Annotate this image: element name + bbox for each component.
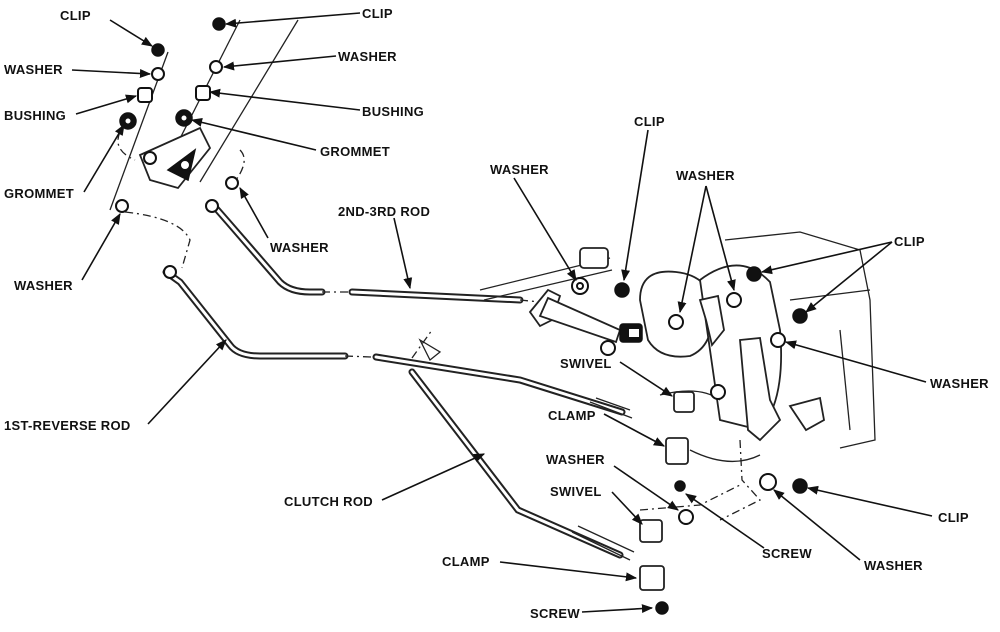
rod-1st-reverse-drawing <box>162 265 633 419</box>
label-bushing-mid: BUSHING <box>362 104 424 119</box>
label-rod-1st-reverse: 1ST-REVERSE ROD <box>4 418 131 433</box>
label-swivel-upper: SWIVEL <box>560 356 612 371</box>
label-clutch-rod: CLUTCH ROD <box>284 494 373 509</box>
label-clip-right: CLIP <box>894 234 925 249</box>
label-grommet-mid: GROMMET <box>320 144 390 159</box>
clutch-rod-drawing <box>408 329 635 561</box>
label-washer-center: WASHER <box>490 162 549 177</box>
label-grommet-left: GROMMET <box>4 186 74 201</box>
label-washer-bottom-right: WASHER <box>864 558 923 573</box>
label-washer-top-mid: WASHER <box>338 49 397 64</box>
label-washer-right-top: WASHER <box>676 168 735 183</box>
label-clamp-lower: CLAMP <box>442 554 490 569</box>
label-clip-top-mid: CLIP <box>362 6 393 21</box>
label-washer-left: WASHER <box>14 278 73 293</box>
label-bushing-left: BUSHING <box>4 108 66 123</box>
steering-column-shift-levers <box>109 19 299 211</box>
label-washer-mid: WASHER <box>270 240 329 255</box>
label-rod-2nd-3rd: 2ND-3RD ROD <box>338 204 430 219</box>
callout-labels: CLIP WASHER BUSHING GROMMET WASHER CLIP … <box>4 6 989 621</box>
label-screw-lower: SCREW <box>530 606 580 621</box>
label-washer-right: WASHER <box>930 376 989 391</box>
leader-lines <box>71 12 933 614</box>
right-lever-hardware <box>175 17 239 190</box>
label-clamp-upper: CLAMP <box>548 408 596 423</box>
transmission-assembly <box>479 231 876 521</box>
label-clip-top-left: CLIP <box>60 8 91 23</box>
lower-swivel-clamp-hardware <box>639 391 808 615</box>
label-washer-lower: WASHER <box>546 452 605 467</box>
left-lever-hardware <box>115 43 165 213</box>
label-washer-top-left: WASHER <box>4 62 63 77</box>
label-screw-upper: SCREW <box>762 546 812 561</box>
label-swivel-lower: SWIVEL <box>550 484 602 499</box>
label-clip-center: CLIP <box>634 114 665 129</box>
label-clip-bottom-right: CLIP <box>938 510 969 525</box>
upper-bellcrank <box>528 266 808 400</box>
